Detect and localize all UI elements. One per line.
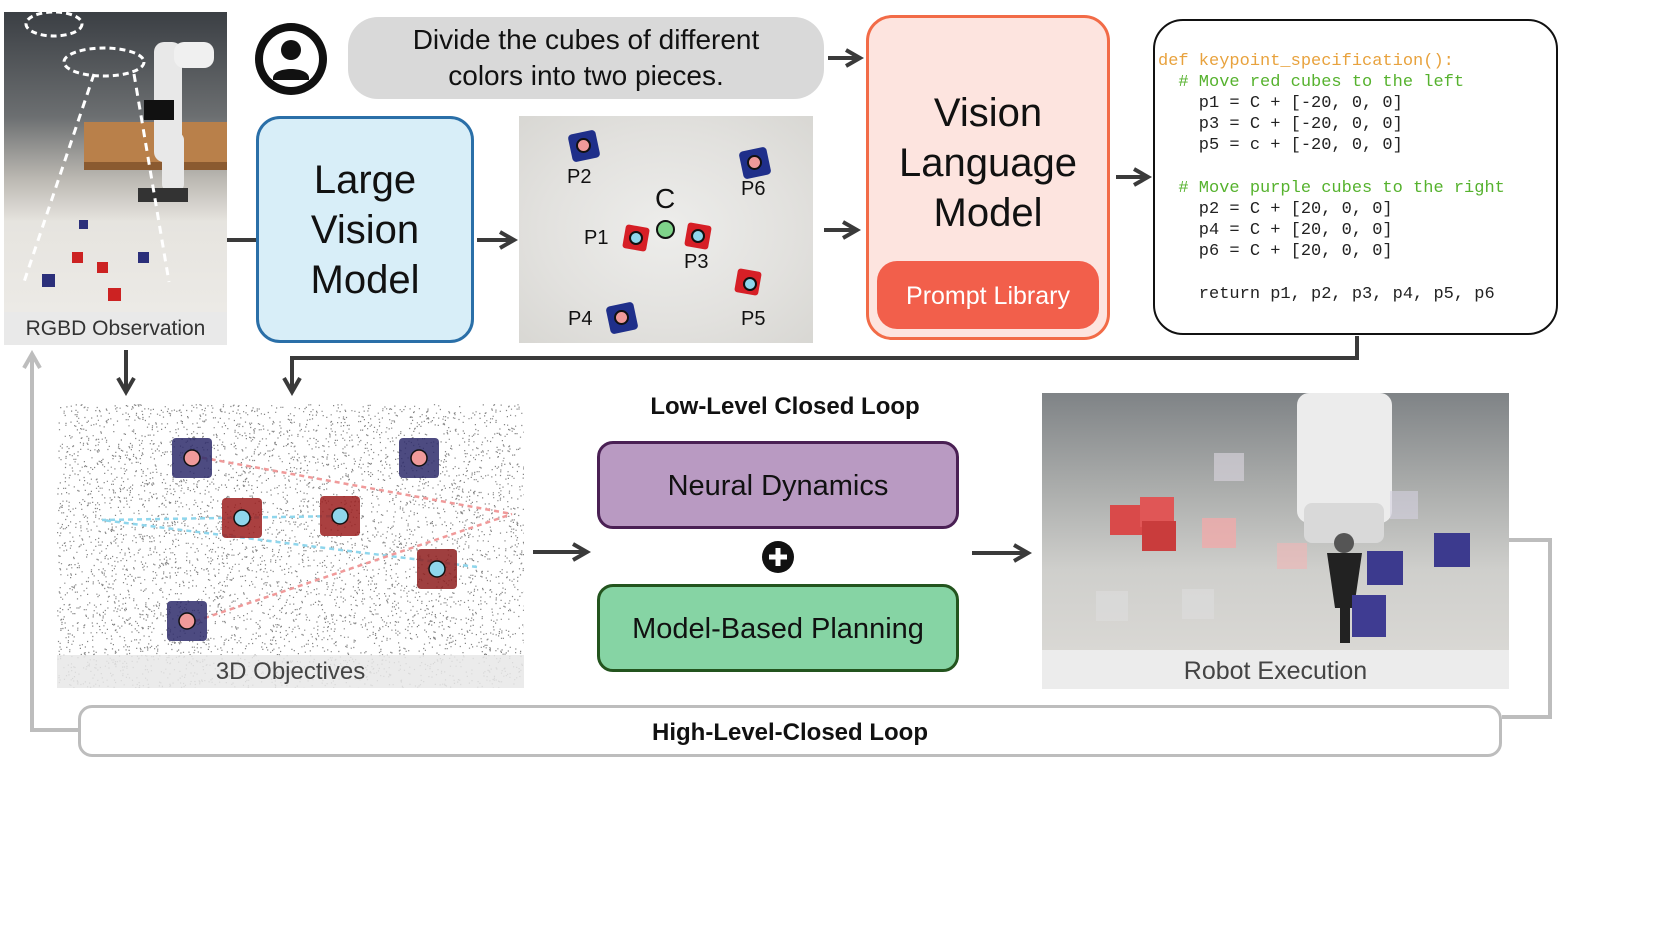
keypoint-dot-p5 xyxy=(743,277,757,291)
user-icon xyxy=(255,23,327,95)
code-line-7: # Move purple cubes to the right xyxy=(1158,179,1505,198)
code-line-3: p1 = C + [-20, 0, 0] xyxy=(1158,94,1403,113)
keypoint-code-box: def keypoint_specification(): # Move red… xyxy=(1153,19,1558,335)
label-p1: P1 xyxy=(584,227,609,249)
low-level-loop-title: Low-Level Closed Loop xyxy=(650,393,920,420)
code-line-4: p3 = C + [-20, 0, 0] xyxy=(1158,115,1403,134)
robot-execution-caption: Robot Execution xyxy=(1042,650,1509,689)
large-vision-model-box: Large Vision Model xyxy=(256,116,474,343)
trajectory-2 xyxy=(101,514,341,522)
robot-scene-illustration xyxy=(22,12,227,301)
pc-cube-1-keypoint xyxy=(183,449,201,467)
keypoint-image: P2 P6 C P1 P3 P5 P4 xyxy=(519,116,813,343)
label-center: C xyxy=(655,183,676,214)
model-based-planning-box: Model-Based Planning xyxy=(597,584,959,672)
vision-language-model-box: Vision Language Model Prompt Library xyxy=(866,15,1110,340)
robot-execution-illustration xyxy=(1096,393,1470,643)
pc-cube-2-keypoint xyxy=(410,449,428,467)
center-dot xyxy=(656,220,675,239)
prompt-library-box: Prompt Library xyxy=(877,261,1099,329)
pc-cube-4-keypoint xyxy=(331,507,349,525)
code-line-9: p4 = C + [20, 0, 0] xyxy=(1158,221,1393,240)
point-cloud-speckle xyxy=(57,404,524,688)
label-p3: P3 xyxy=(684,251,709,273)
keypoint-dot-p2 xyxy=(576,138,591,153)
trajectory-3 xyxy=(192,454,513,516)
code-line-8: p2 = C + [20, 0, 0] xyxy=(1158,200,1393,219)
keypoint-dot-p1 xyxy=(629,231,643,245)
trajectory-4 xyxy=(186,512,513,626)
code-line-5: p5 = c + [-20, 0, 0] xyxy=(1158,136,1403,155)
3d-objectives-caption: 3D Objectives xyxy=(57,655,524,688)
instruction-bubble: Divide the cubes of different colors int… xyxy=(348,17,824,99)
high-loop-feedback-left xyxy=(22,349,78,732)
label-p5: P5 xyxy=(741,308,766,330)
keypoint-dot-p6 xyxy=(747,155,762,170)
high-loop-feedback-right xyxy=(1502,538,1552,719)
code-line-1: def keypoint_specification(): xyxy=(1158,52,1454,71)
label-p6: P6 xyxy=(741,178,766,200)
high-level-loop-box: High-Level-Closed Loop xyxy=(78,705,1502,757)
rgbd-observation-caption: RGBD Observation xyxy=(4,312,227,345)
point-cloud-svg xyxy=(57,404,524,688)
plus-icon xyxy=(762,541,794,573)
code-line-2: # Move red cubes to the left xyxy=(1158,73,1465,92)
keypoint-dot-p3 xyxy=(691,229,705,243)
red-cube-stack xyxy=(1110,497,1176,551)
pc-cube-3-keypoint xyxy=(233,509,251,527)
arrow-code-to-objectives xyxy=(282,336,1359,397)
point-cloud-image xyxy=(57,404,524,688)
vision-language-model-label: Vision Language Model xyxy=(899,91,1077,235)
label-p2: P2 xyxy=(567,166,592,188)
large-vision-model-label: Large Vision Model xyxy=(310,157,420,302)
rgbd-observation-image xyxy=(4,12,227,312)
code-line-12: return p1, p2, p3, p4, p5, p6 xyxy=(1158,285,1495,304)
label-p4: P4 xyxy=(568,308,593,330)
pc-cube-5-keypoint xyxy=(428,560,446,578)
neural-dynamics-box: Neural Dynamics xyxy=(597,441,959,529)
keypoint-dot-p4 xyxy=(614,310,629,325)
robot-execution-image xyxy=(1042,393,1509,689)
pc-cube-6-keypoint xyxy=(178,612,196,630)
code-line-10: p6 = C + [20, 0, 0] xyxy=(1158,242,1393,261)
